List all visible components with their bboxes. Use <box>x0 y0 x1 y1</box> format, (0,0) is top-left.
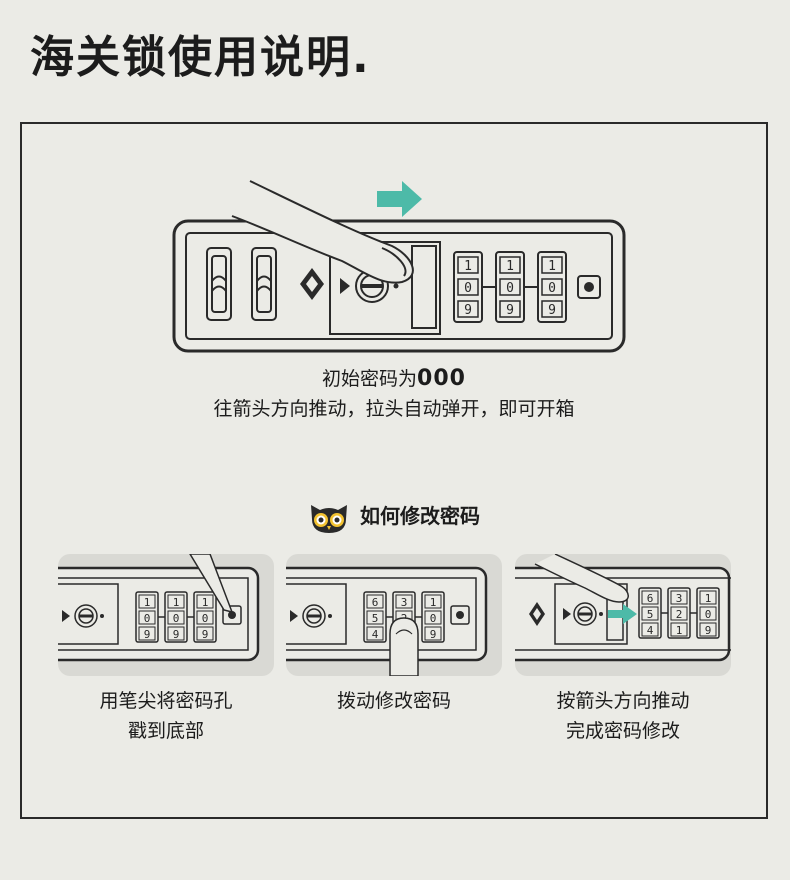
howto-heading-text: 如何修改密码 <box>360 504 480 528</box>
svg-text:4: 4 <box>647 624 654 637</box>
step-1-illustration: 1 0 9 1 0 9 1 0 9 <box>58 554 274 676</box>
svg-text:9: 9 <box>548 303 556 318</box>
svg-text:0: 0 <box>144 612 151 625</box>
instruction-frame: 1 0 9 1 0 9 1 0 9 <box>20 122 768 819</box>
svg-text:9: 9 <box>144 628 151 641</box>
svg-text:9: 9 <box>173 628 180 641</box>
svg-text:9: 9 <box>202 628 209 641</box>
step-1-caption: 用笔尖将密码孔 戳到底部 <box>58 686 274 746</box>
tsa-logo-icon <box>300 268 324 300</box>
zipper-slot-left <box>206 247 277 321</box>
svg-text:1: 1 <box>506 259 514 274</box>
svg-text:1: 1 <box>676 624 683 637</box>
step-3-caption-line1: 按箭头方向推动 <box>556 690 690 712</box>
dial-3: 1 0 9 <box>537 251 567 323</box>
step-2-caption-line1: 拨动修改密码 <box>336 690 451 712</box>
svg-text:4: 4 <box>372 628 379 641</box>
dial-2: 1 0 9 <box>495 251 525 323</box>
svg-text:0: 0 <box>202 612 209 625</box>
owl-mascot-icon <box>311 504 347 533</box>
finger-icon <box>534 554 629 603</box>
svg-text:0: 0 <box>173 612 180 625</box>
dial-1: 1 0 9 <box>453 251 483 323</box>
lock-illustration: 1 0 9 1 0 9 1 0 9 <box>172 180 626 353</box>
svg-text:5: 5 <box>372 612 379 625</box>
svg-text:2: 2 <box>676 608 683 621</box>
step-1-caption-line1: 用笔尖将密码孔 <box>99 690 233 712</box>
open-instruction-caption: 往箭头方向推动，拉头自动弹开，即可开箱 <box>213 398 575 420</box>
tsa-logo-icon <box>529 602 545 626</box>
initial-code-label: 初始密码为 <box>322 368 418 390</box>
svg-text:5: 5 <box>647 608 654 621</box>
svg-text:0: 0 <box>548 281 556 296</box>
step-3-caption-line2: 完成密码修改 <box>565 720 680 742</box>
svg-text:0: 0 <box>430 612 437 625</box>
svg-text:1: 1 <box>202 596 209 609</box>
triangle-marker-icon <box>340 278 350 294</box>
svg-text:9: 9 <box>705 624 712 637</box>
combination-dials: 1 0 9 1 0 9 1 0 9 <box>453 251 567 323</box>
svg-text:1: 1 <box>173 596 180 609</box>
step-2-caption: 拨动修改密码 <box>286 686 502 716</box>
svg-text:3: 3 <box>401 596 408 609</box>
svg-text:1: 1 <box>548 259 556 274</box>
push-arrow-icon <box>608 604 637 624</box>
svg-text:1: 1 <box>430 596 437 609</box>
svg-text:0: 0 <box>506 281 514 296</box>
push-arrow-icon <box>377 181 422 217</box>
page-title: 海关锁使用说明. <box>30 32 371 83</box>
svg-text:9: 9 <box>506 303 514 318</box>
initial-code-caption: 初始密码为000 <box>22 364 766 394</box>
finger-icon <box>389 617 419 676</box>
reset-button-icon <box>577 275 601 299</box>
svg-text:9: 9 <box>430 628 437 641</box>
howto-heading: 如何修改密码 <box>22 496 766 536</box>
finger-icon <box>231 180 414 284</box>
svg-text:1: 1 <box>705 592 712 605</box>
svg-text:6: 6 <box>647 592 654 605</box>
svg-text:0: 0 <box>705 608 712 621</box>
svg-text:1: 1 <box>144 596 151 609</box>
step-1-caption-line2: 戳到底部 <box>127 720 204 742</box>
step-2-illustration: 654 32 109 <box>286 554 502 676</box>
svg-text:3: 3 <box>676 592 683 605</box>
initial-code-value: 000 <box>417 366 466 391</box>
step-3-caption: 按箭头方向推动 完成密码修改 <box>515 686 731 746</box>
svg-text:9: 9 <box>464 303 472 318</box>
svg-text:0: 0 <box>464 281 472 296</box>
svg-text:6: 6 <box>372 596 379 609</box>
svg-text:1: 1 <box>464 259 472 274</box>
pen-tip-icon <box>189 554 234 614</box>
step-3-illustration: 6 5 4 3 2 1 1 0 9 <box>515 554 731 676</box>
